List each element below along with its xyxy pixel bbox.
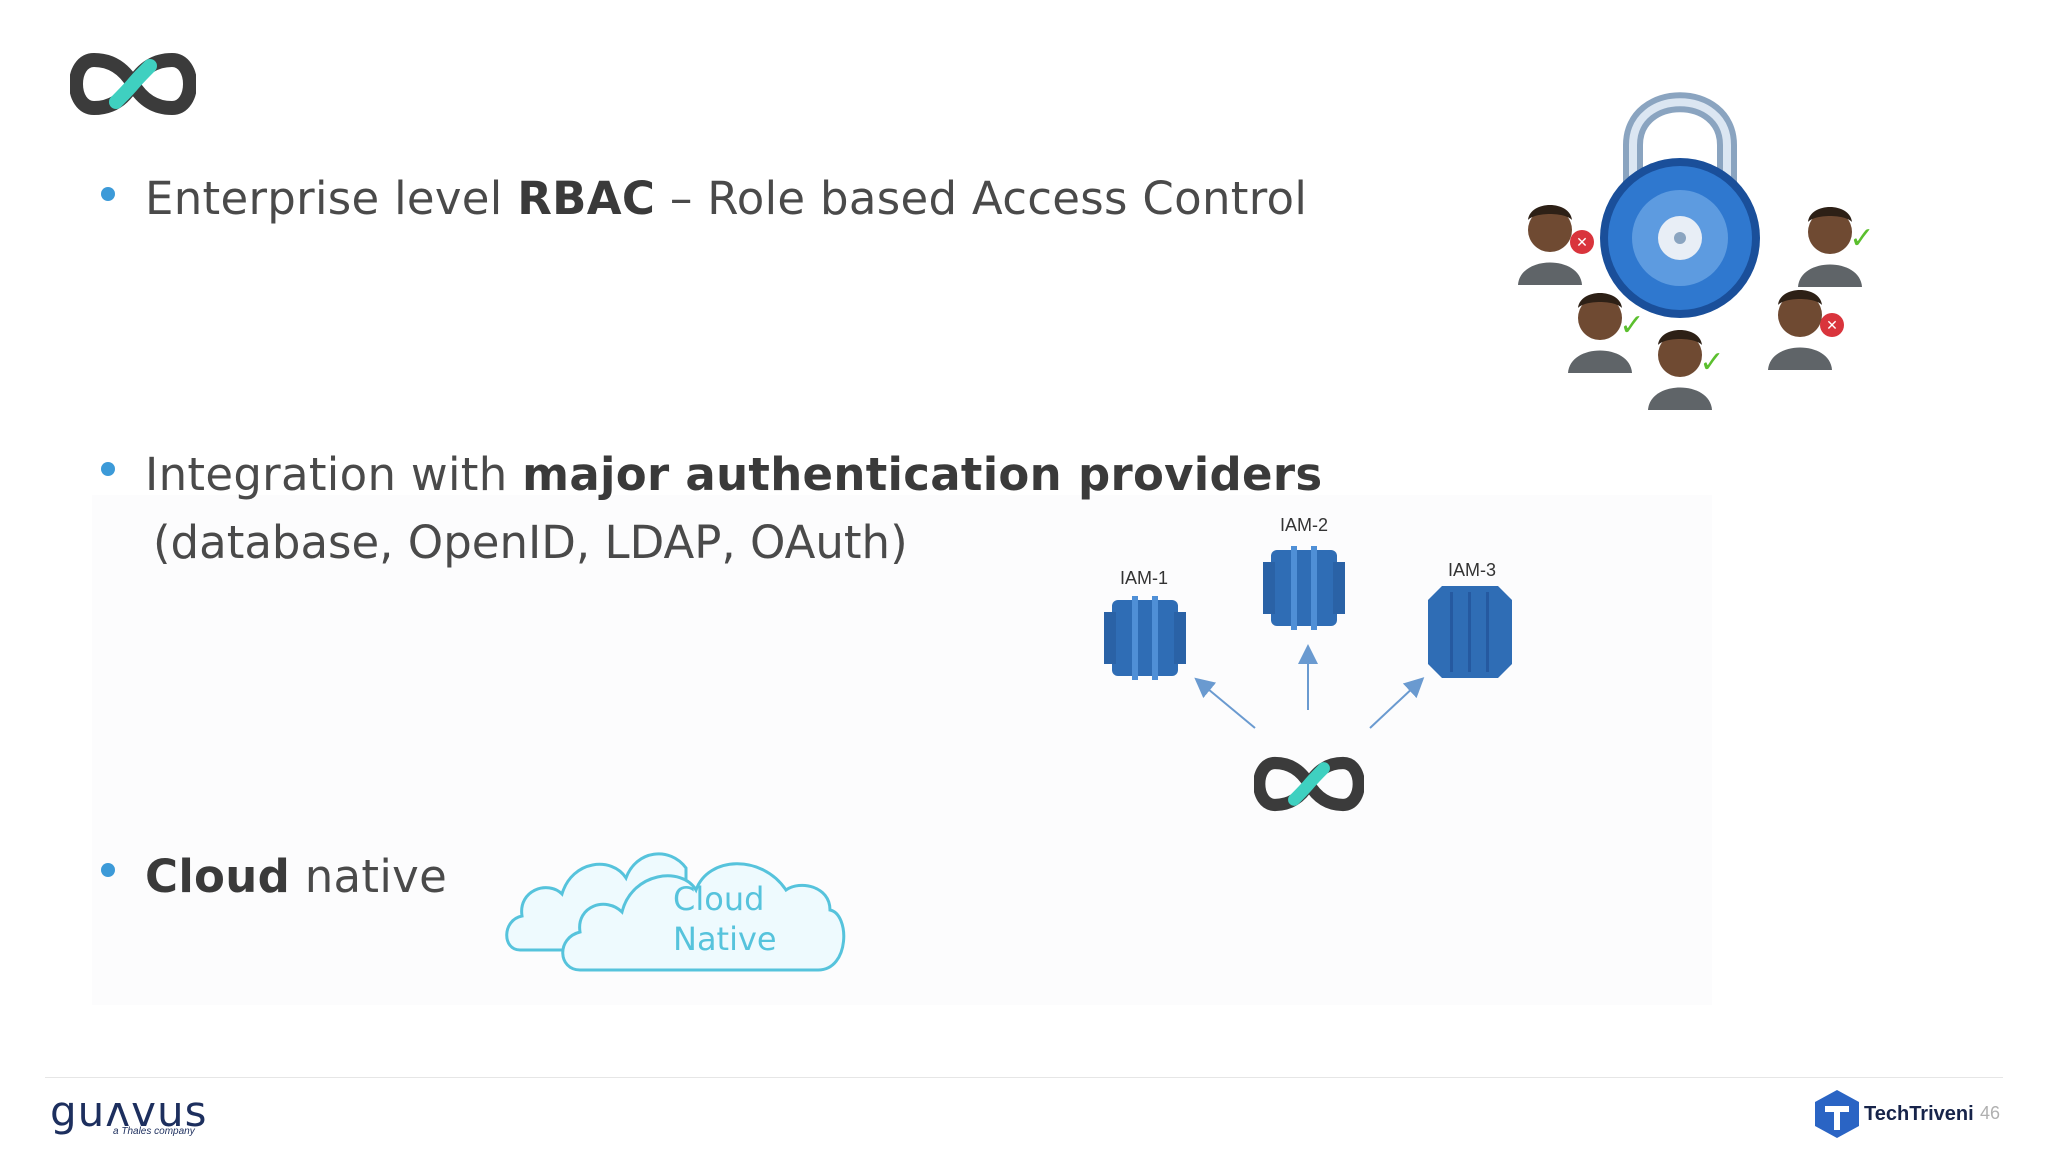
- techtriveni-logo-icon: [1815, 1090, 1859, 1138]
- guavus-logo-text: guʌvus: [50, 1087, 208, 1136]
- iam-1-label: IAM-1: [1120, 568, 1169, 588]
- iam-2-label: IAM-2: [1280, 515, 1329, 535]
- bullet-auth-providers: Integration with major authentication pr…: [145, 448, 1323, 501]
- svg-text:✓: ✓: [1699, 345, 1724, 380]
- cloud-native-icon: [505, 852, 846, 972]
- svg-text:✕: ✕: [1576, 234, 1588, 250]
- logo-icon: [70, 52, 196, 116]
- techtriveni-logo-text: TechTriveni: [1864, 1103, 1974, 1125]
- rbac-lock-users-illustration: ✕ ✕ ✓ ✓ ✓: [1518, 92, 1875, 410]
- iam-3-database-icon: [1428, 586, 1512, 678]
- bullet-dot: [101, 187, 115, 201]
- svg-text:✓: ✓: [1619, 308, 1644, 343]
- auth-providers-list: (database, OpenID, LDAP, OAuth): [153, 516, 908, 569]
- bullet-dot: [101, 863, 115, 877]
- bullet-rbac: Enterprise level RBAC – Role based Acces…: [145, 172, 1308, 225]
- guavus-tagline: a Thales company: [113, 1126, 195, 1137]
- bullet-cloud-native: Cloud native: [145, 850, 448, 903]
- page-number: 46: [1980, 1103, 2001, 1123]
- iam-1-database-icon: [1104, 596, 1186, 680]
- iam-arrows: [1194, 644, 1425, 729]
- diagram-background: [92, 495, 1712, 1005]
- svg-text:✓: ✓: [1849, 221, 1874, 256]
- footer-divider: [45, 1077, 2003, 1078]
- cloud-native-text-line2: Native: [673, 920, 777, 958]
- bullet-dot: [101, 462, 115, 476]
- cloud-native-text-line1: Cloud: [673, 880, 765, 918]
- center-logo-icon: [1254, 756, 1364, 812]
- iam-3-label: IAM-3: [1448, 560, 1497, 580]
- svg-text:✕: ✕: [1826, 317, 1838, 333]
- iam-2-database-icon: [1263, 546, 1345, 630]
